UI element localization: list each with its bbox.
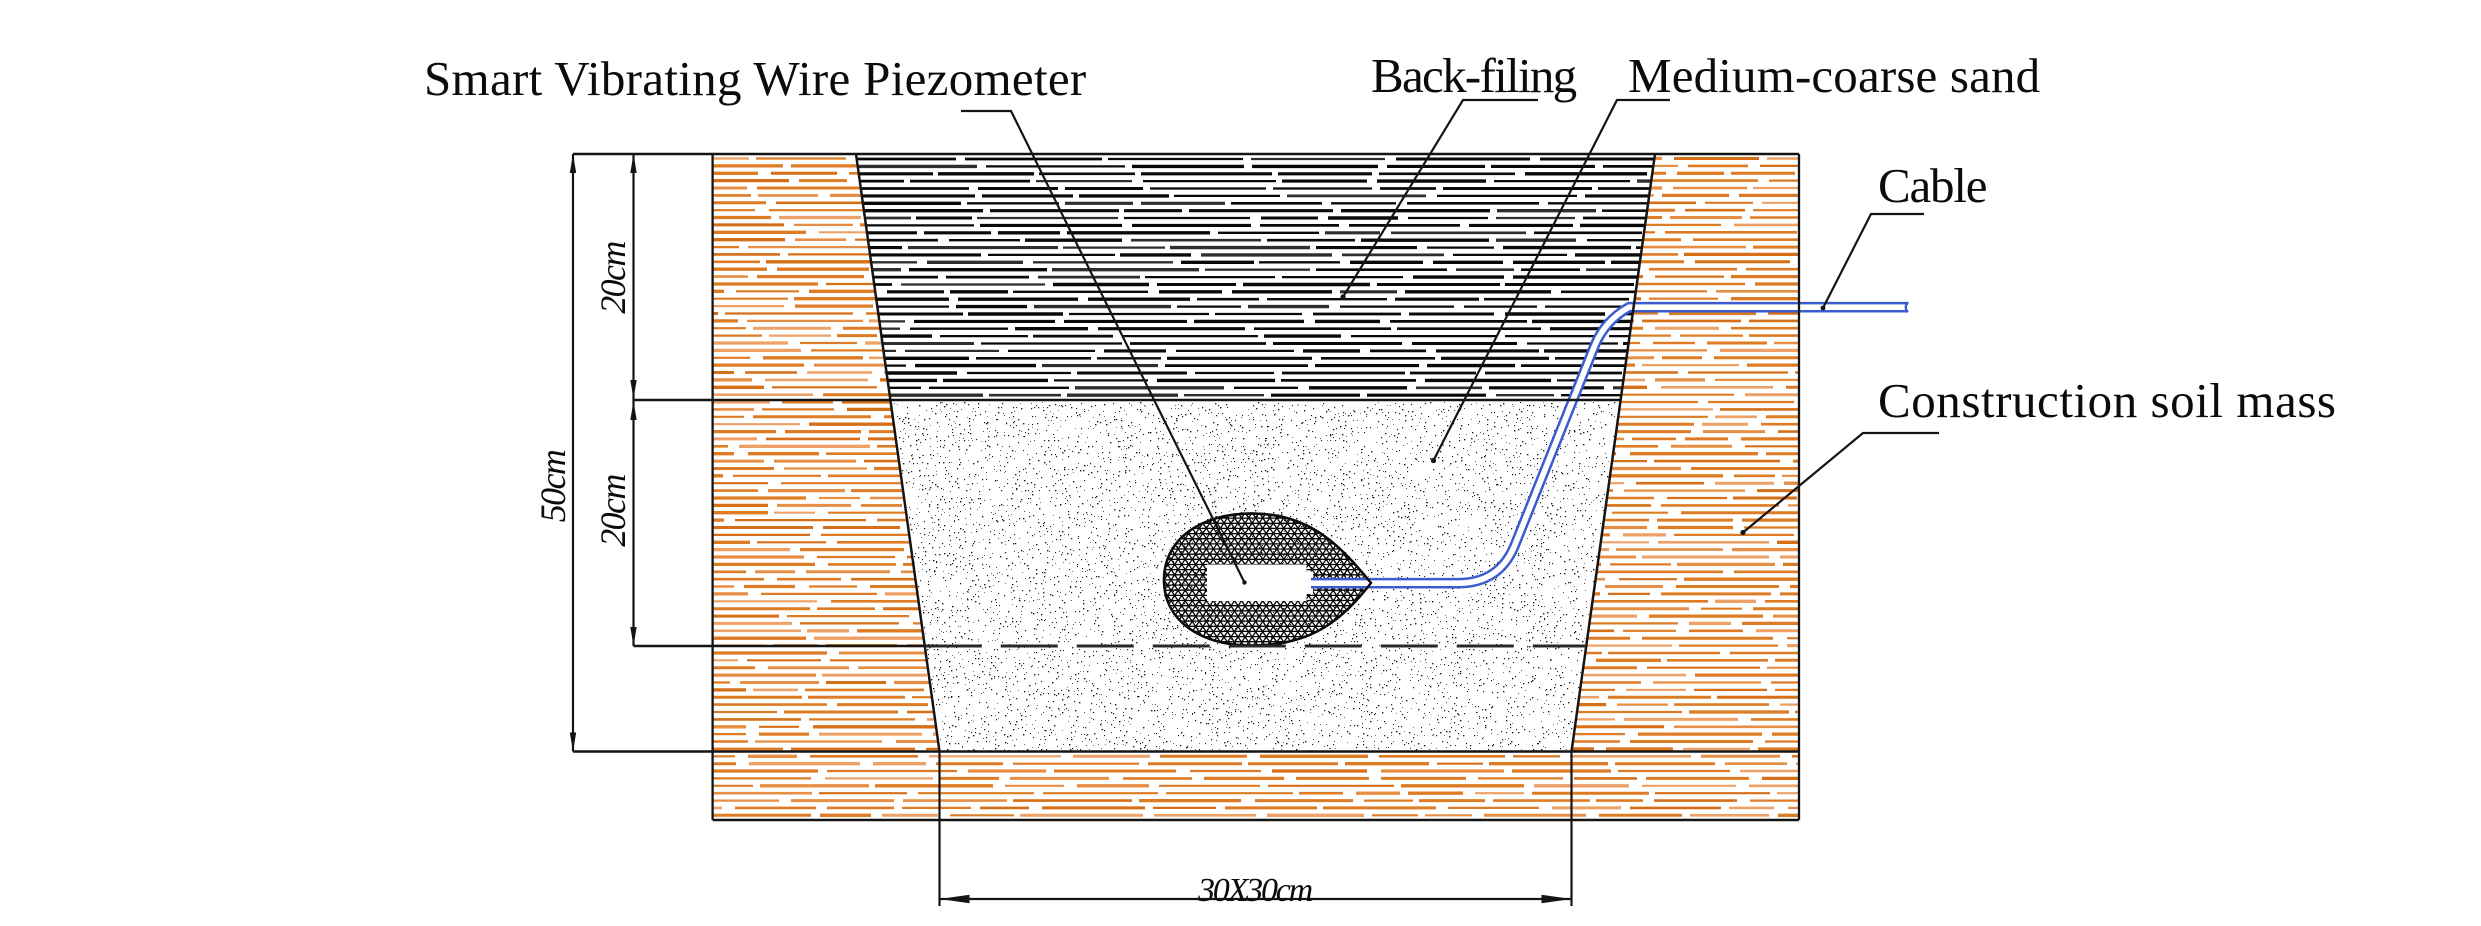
svg-text:20cm: 20cm [593, 475, 633, 547]
svg-text:50cm: 50cm [533, 450, 573, 522]
svg-text:Back-filing: Back-filing [1371, 48, 1577, 103]
svg-text:30X30cm: 30X30cm [1197, 872, 1313, 909]
svg-text:Cable: Cable [1878, 158, 1987, 213]
svg-text:Construction soil mass: Construction soil mass [1878, 373, 2337, 428]
svg-text:Smart Vibrating Wire Piezomete: Smart Vibrating Wire Piezometer [424, 51, 1087, 106]
svg-text:Medium-coarse sand: Medium-coarse sand [1628, 48, 2040, 103]
svg-text:20cm: 20cm [593, 242, 633, 314]
